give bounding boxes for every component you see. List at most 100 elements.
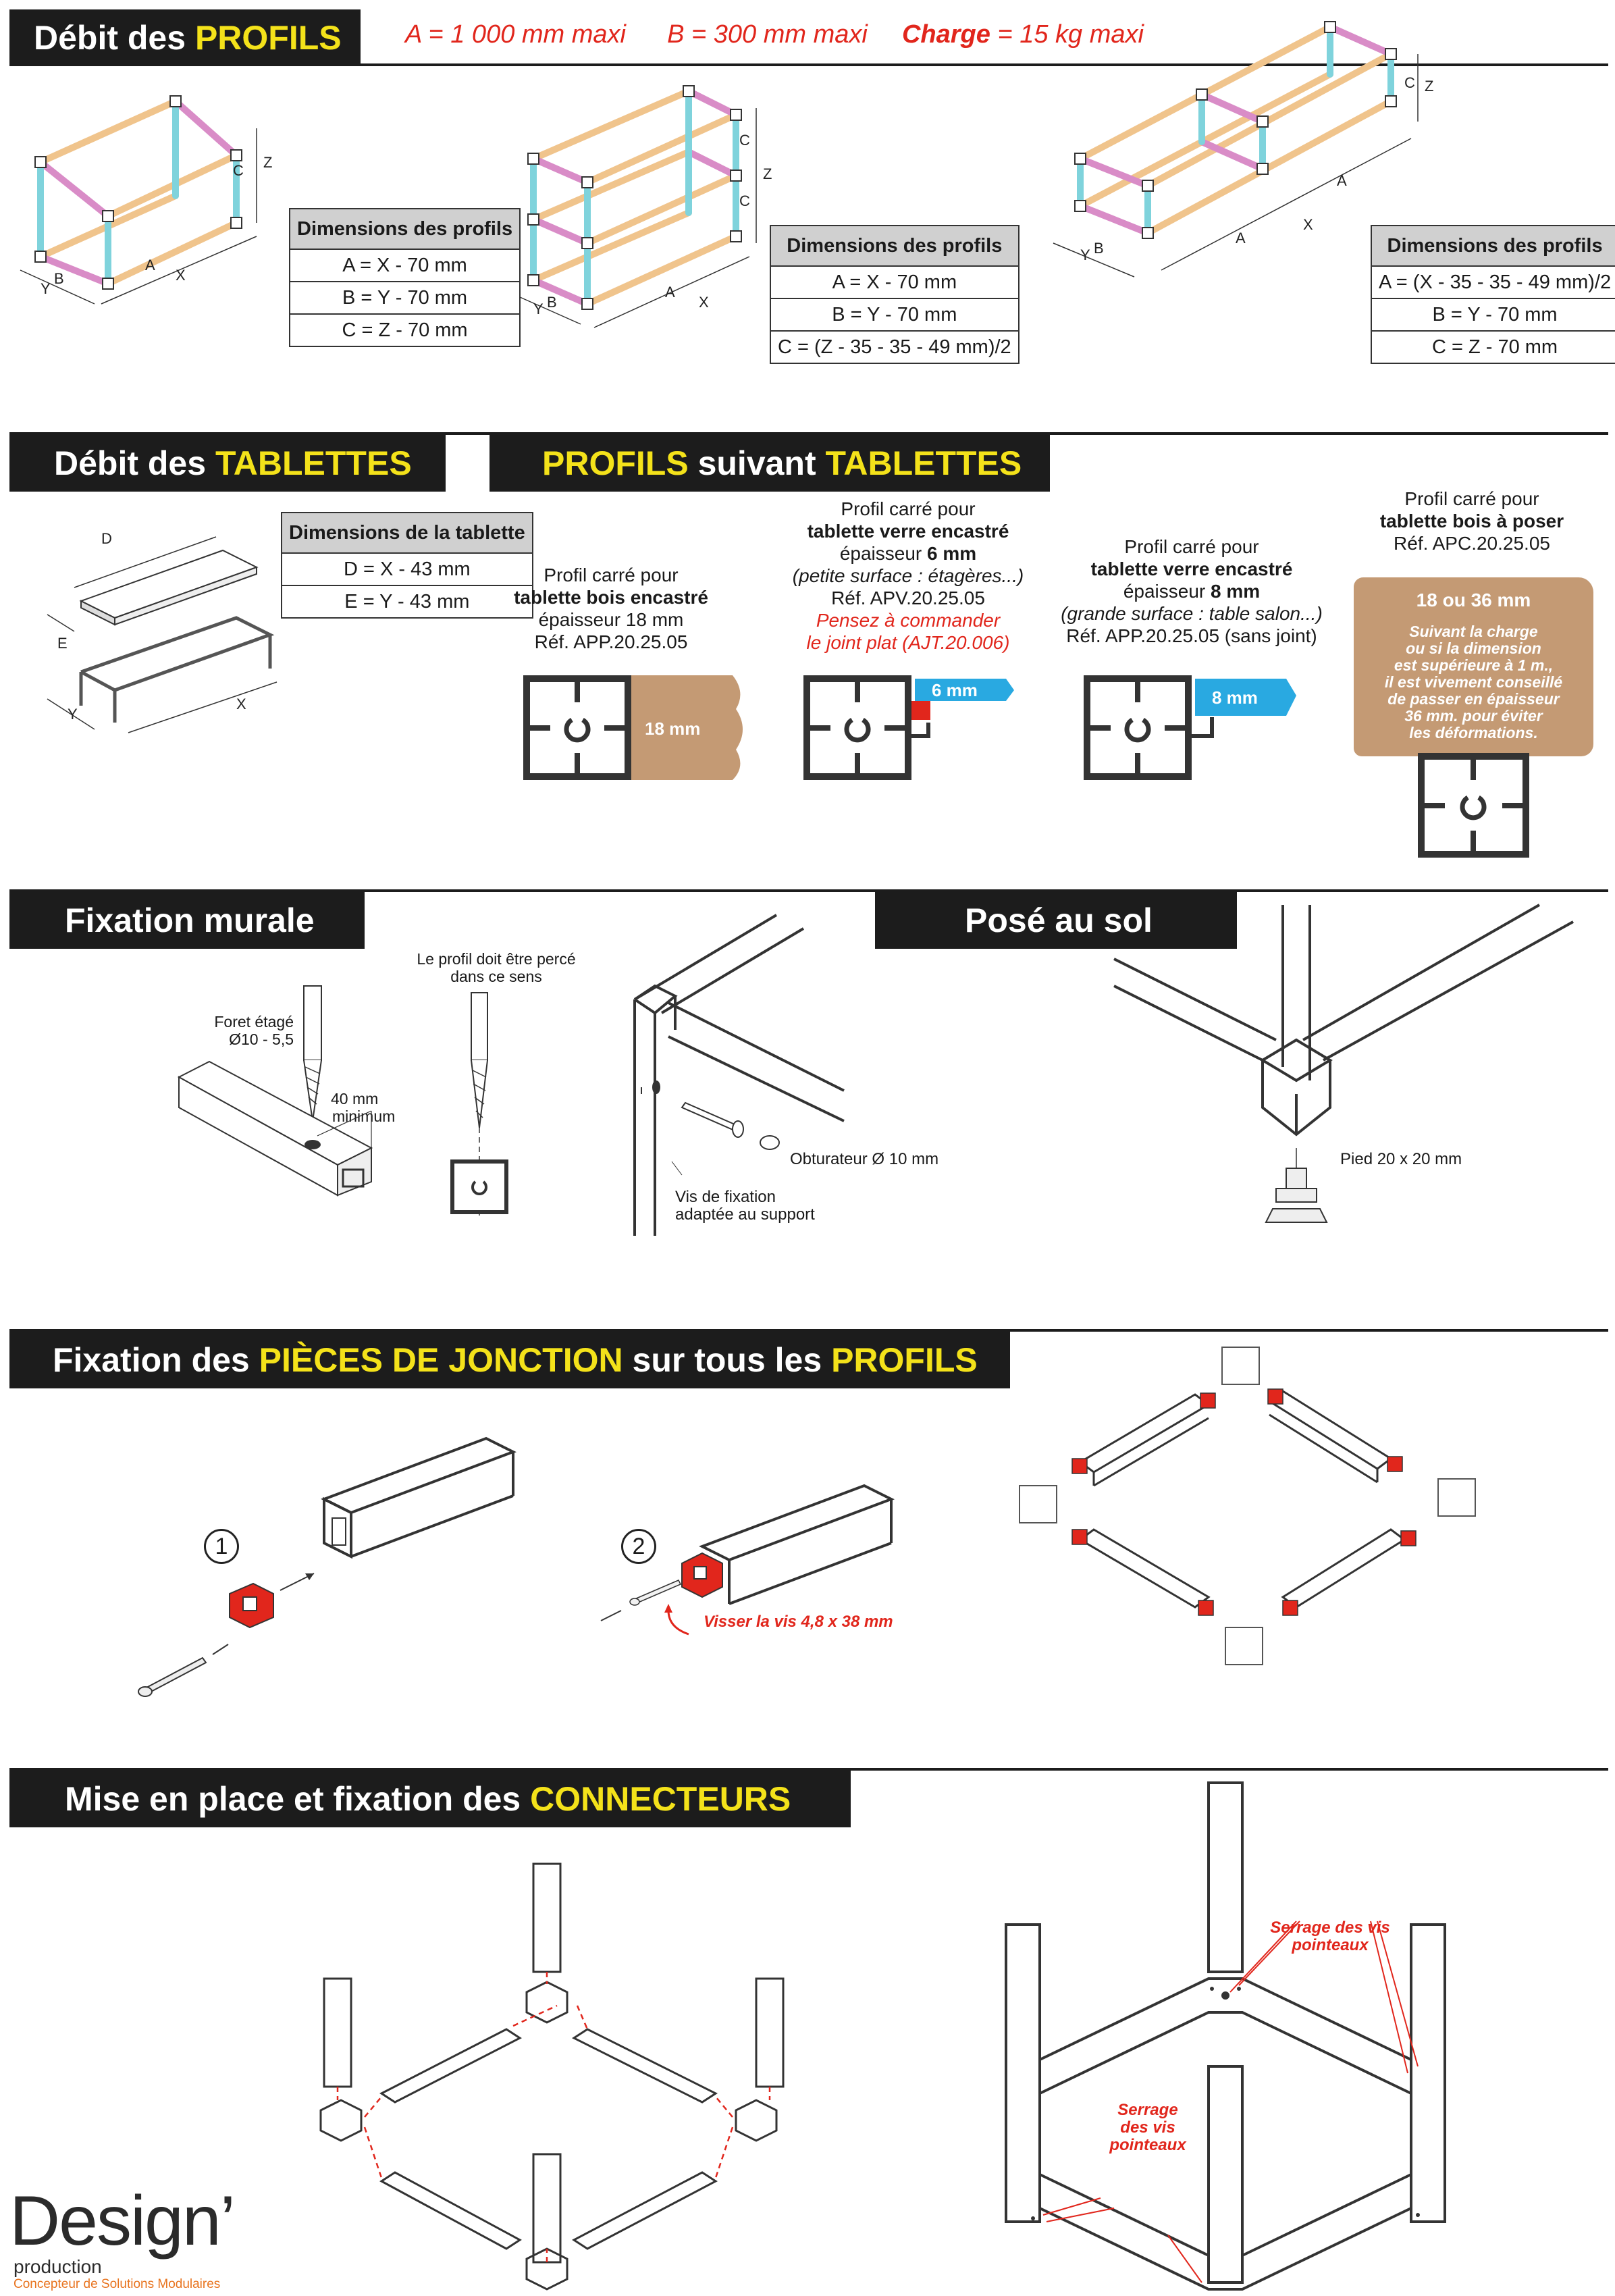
svg-text:C: C: [739, 192, 750, 209]
limits-line: A = 1 000 mm maxi B = 300 mm maxi Charge…: [405, 20, 1144, 49]
svg-text:C: C: [739, 132, 750, 149]
table-cell: E = Y - 43 mm: [281, 585, 533, 619]
profile-apc-diagram: [1418, 753, 1529, 858]
section-header-murale: Fixation murale: [9, 892, 365, 949]
svg-text:B: B: [1094, 240, 1104, 257]
step-1-badge: 1: [204, 1529, 239, 1564]
tablette-diagram: D E Y X: [47, 530, 277, 733]
profil-caption-2: Profil carré pour tablette verre encastr…: [792, 498, 1024, 653]
svg-text:Z: Z: [763, 165, 772, 182]
wood-plank-note: 18 ou 36 mm Suivant la charge ou si la d…: [1354, 577, 1593, 756]
svg-text:A: A: [145, 257, 155, 273]
section-rule: [9, 1768, 1608, 1771]
limit-charge-label: Charge: [901, 20, 990, 49]
table-header: Dimensions des profils: [288, 208, 521, 250]
logo: Design’ production Concepteur de Solutio…: [9, 2185, 293, 2293]
profil-caption-4: Profil carré pour tablette bois à poser …: [1379, 488, 1564, 554]
floor-diagram: [1113, 904, 1574, 1223]
visser-label: Visser la vis 4,8 x 38 mm: [704, 1613, 893, 1631]
svg-text:Z: Z: [263, 154, 272, 171]
logo-tagline: Concepteur de Solutions Modulaires: [14, 2277, 221, 2291]
svg-text:X: X: [699, 294, 709, 311]
frame-diagram-1: Z C X A BY: [20, 95, 272, 305]
profile-18mm-diagram: 18 mm: [523, 675, 743, 780]
svg-text:E: E: [57, 635, 68, 652]
svg-text:Y: Y: [533, 301, 544, 317]
profils-table-1: Dimensions des profils A = X - 70 mm B =…: [288, 208, 521, 347]
connecteurs-exploded-diagram: [319, 1862, 785, 2291]
table-cell: B = Y - 70 mm: [1370, 298, 1615, 332]
limit-b: B = 300 mm maxi: [667, 20, 868, 49]
logo-sub: production: [14, 2256, 102, 2277]
obturateur-label: Obturateur Ø 10 mm: [790, 1150, 939, 1168]
thickness-label: 6 mm: [932, 680, 978, 700]
table-header: Dimensions des profils: [1370, 225, 1615, 267]
thickness-label: 18 ou 36 mm: [1416, 590, 1531, 610]
limit-charge-value: = 15 kg maxi: [990, 20, 1144, 49]
plank-note: Suivant la charge ou si la dimension est…: [1384, 623, 1563, 741]
section-rule: [9, 1329, 1608, 1332]
profils-table-3: Dimensions des profils A = (X - 35 - 35 …: [1370, 225, 1615, 364]
section-rule: [9, 63, 1608, 66]
svg-text:D: D: [101, 530, 112, 547]
connecteurs-assembled-diagram: [1005, 1781, 1446, 2291]
table-cell: B = Y - 70 mm: [288, 281, 521, 315]
profil-caption-1: Profil carré pour tablette bois encastré…: [514, 565, 708, 652]
section-rule: [9, 432, 1608, 435]
profils-table-2: Dimensions des profils A = X - 70 mm B =…: [770, 225, 1020, 364]
wall-fix-diagram: [633, 914, 845, 1236]
section-header-profils: Débit des PROFILS: [9, 9, 361, 66]
svg-text:Y: Y: [68, 706, 78, 723]
limit-a: A = 1 000 mm maxi: [405, 20, 626, 49]
table-header: Dimensions de la tablette: [281, 512, 533, 554]
section-header-suivant: PROFILS suivant TABLETTES: [489, 435, 1050, 492]
svg-text:B: B: [54, 270, 64, 287]
svg-text:Z: Z: [1425, 78, 1433, 95]
svg-text:A: A: [1236, 230, 1246, 246]
section-rule: [9, 889, 1608, 892]
svg-text:C: C: [1404, 74, 1415, 91]
frame-diagram-2: ZC C X A BY: [519, 85, 772, 328]
section-header-sol: Posé au sol: [875, 892, 1237, 949]
table-cell: B = Y - 70 mm: [770, 298, 1020, 332]
thickness-label: 18 mm: [645, 719, 700, 739]
logo-brand: Design’: [9, 2182, 236, 2260]
section-header-jonction: Fixation des PIÈCES DE JONCTION sur tous…: [9, 1332, 1010, 1388]
section-header-tablettes: Débit des TABLETTES: [9, 435, 446, 492]
svg-text:Y: Y: [1080, 246, 1090, 263]
frame-diagram-3: ZC X A A BY: [1053, 21, 1433, 278]
table-cell: C = Z - 70 mm: [1370, 330, 1615, 364]
thickness-label: 8 mm: [1212, 687, 1258, 708]
jonction-step-1-diagram: [138, 1436, 517, 1697]
step-2-badge: 2: [621, 1529, 656, 1564]
table-cell: C = (Z - 35 - 35 - 49 mm)/2: [770, 330, 1020, 364]
profile-6mm-diagram: 6 mm: [803, 675, 1014, 780]
table-cell: C = Z - 70 mm: [288, 313, 521, 347]
profile-8mm-diagram: 8 mm: [1084, 675, 1296, 780]
table-cell: A = X - 70 mm: [770, 265, 1020, 299]
tablettes-table: Dimensions de la tablette D = X - 43 mm …: [281, 512, 533, 619]
jonction-exploded-diagram: [1019, 1347, 1476, 1665]
pied-label: Pied 20 x 20 mm: [1340, 1150, 1462, 1168]
svg-text:A: A: [1337, 172, 1347, 189]
table-cell: A = (X - 35 - 35 - 49 mm)/2: [1370, 265, 1615, 299]
svg-text:Y: Y: [41, 280, 51, 297]
svg-text:C: C: [233, 162, 244, 179]
svg-text:B: B: [547, 294, 557, 311]
section-header-connecteurs: Mise en place et fixation des CONNECTEUR…: [9, 1771, 851, 1827]
svg-text:X: X: [176, 267, 186, 284]
svg-text:X: X: [1303, 216, 1313, 233]
table-header: Dimensions des profils: [770, 225, 1020, 267]
jonction-step-2-diagram: [600, 1484, 895, 1636]
drill-diagram: [177, 985, 373, 1197]
profil-caption-3: Profil carré pour tablette verre encastr…: [1061, 536, 1323, 646]
svg-text:X: X: [236, 696, 246, 712]
table-cell: D = X - 43 mm: [281, 552, 533, 586]
svg-text:A: A: [665, 284, 675, 301]
